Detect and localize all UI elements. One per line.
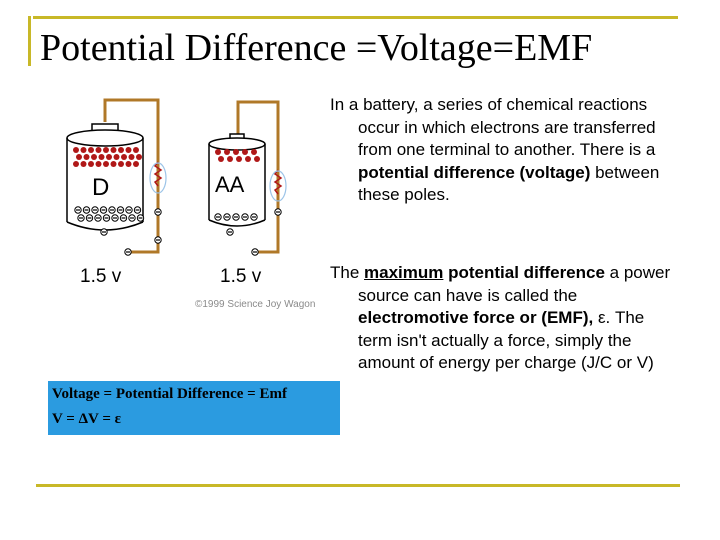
- positive-charge: [88, 147, 94, 153]
- positive-charge: [125, 161, 132, 167]
- positive-charge: [133, 161, 139, 167]
- battery-diagram-svg: D AA 1.5 v 1.5 v ©1999 Science Joy Wagon: [66, 98, 315, 310]
- positive-charge: [113, 154, 120, 160]
- positive-charge: [236, 156, 242, 162]
- positive-charge: [254, 156, 260, 162]
- positive-charge: [121, 154, 127, 160]
- battery-explanation-text: In a battery, a series of chemical react…: [330, 95, 656, 159]
- positive-charge: [80, 147, 87, 153]
- d-cell-resistor: [153, 161, 163, 187]
- positive-charge: [103, 147, 109, 153]
- frame-bottom-line: [36, 484, 680, 487]
- positive-charge: [133, 147, 139, 153]
- positive-charge: [98, 154, 105, 160]
- positive-charge: [245, 156, 251, 162]
- positive-charge: [106, 154, 112, 160]
- emf-maximum: maximum: [364, 263, 444, 282]
- positive-charge: [224, 149, 230, 155]
- d-cell-top: [66, 129, 144, 147]
- positive-charge: [125, 147, 132, 153]
- positive-charge: [88, 161, 94, 167]
- positive-charge: [80, 161, 87, 167]
- positive-charge: [83, 154, 90, 160]
- aa-cell-bottom: [208, 219, 266, 227]
- positive-charge: [118, 161, 124, 167]
- frame-left-line: [28, 16, 31, 66]
- positive-charge: [76, 154, 82, 160]
- battery-explanation: In a battery, a series of chemical react…: [330, 94, 675, 207]
- equation-line-2: V = ΔV = ε: [52, 411, 122, 427]
- emf-bold-1: potential difference: [443, 263, 605, 282]
- aa-cell-negative-charges: [214, 213, 258, 221]
- frame-top-line: [33, 16, 678, 19]
- d-cell-positive-charges: [73, 147, 142, 167]
- positive-charge: [118, 147, 124, 153]
- emf-text-2: a power source can have is called the: [358, 263, 671, 305]
- positive-charge: [91, 154, 97, 160]
- positive-charge: [73, 161, 79, 167]
- positive-charge: [242, 149, 248, 155]
- emf-text-1: The: [330, 263, 365, 282]
- positive-charge: [73, 147, 79, 153]
- positive-charge: [227, 156, 233, 162]
- positive-charge: [95, 147, 102, 153]
- d-cell-wire: [103, 98, 160, 254]
- positive-charge: [251, 149, 257, 155]
- positive-charge: [110, 147, 117, 153]
- emf-bold-2: electromotive force or (EMF),: [358, 308, 594, 327]
- emf-explanation: The maximum potential difference a power…: [330, 262, 675, 375]
- positive-charge: [103, 161, 109, 167]
- battery-explanation-bold: potential difference (voltage): [358, 162, 591, 182]
- d-cell-label: D: [92, 174, 109, 201]
- positive-charge: [128, 154, 135, 160]
- aa-cell-top: [208, 137, 266, 151]
- aa-cell-positive-charges: [215, 149, 260, 162]
- positive-charge: [233, 149, 239, 155]
- battery-diagram: D AA 1.5 v 1.5 v ©1999 Science Joy Wagon: [40, 92, 330, 322]
- d-cell-negative-charges: [74, 206, 145, 222]
- equation-line-1: Voltage = Potential Difference = Emf: [52, 386, 287, 402]
- emf-text-3: ε. The term isn't actually a force, simp…: [358, 308, 654, 372]
- d-cell-voltage: 1.5 v: [80, 266, 122, 287]
- battery-explanation-end: between these poles.: [358, 162, 660, 205]
- slide-title: Potential Difference =Voltage=EMF: [40, 27, 593, 69]
- positive-charge: [110, 161, 117, 167]
- aa-cell-voltage: 1.5 v: [220, 266, 262, 287]
- positive-charge: [218, 156, 224, 162]
- positive-charge: [215, 149, 221, 155]
- aa-cell-resistor: [273, 169, 283, 195]
- equation-box: Voltage = Potential Difference = Emf V =…: [48, 381, 340, 435]
- wire-electrons: [100, 208, 282, 256]
- d-cell-resistor-glow: [149, 162, 167, 194]
- aa-cell-label: AA: [215, 172, 245, 197]
- copyright-note: ©1999 Science Joy Wagon: [195, 299, 315, 310]
- positive-charge: [136, 154, 142, 160]
- aa-cell-wire: [236, 100, 280, 254]
- aa-cell-resistor-glow: [269, 170, 287, 202]
- positive-charge: [95, 161, 102, 167]
